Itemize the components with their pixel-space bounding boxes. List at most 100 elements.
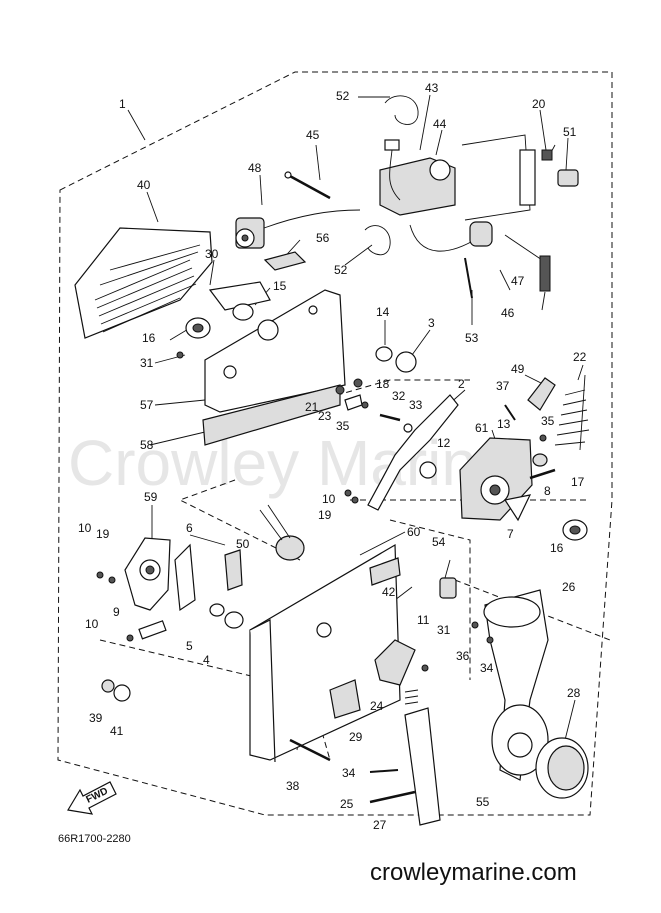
callout: 13 bbox=[497, 417, 511, 431]
callout: 33 bbox=[409, 398, 423, 412]
part-37-screw bbox=[504, 404, 516, 421]
part-10-screw-a bbox=[96, 571, 104, 579]
part-6-detent-block bbox=[224, 549, 243, 591]
callout: 7 bbox=[507, 527, 514, 541]
callout: 19 bbox=[96, 527, 110, 541]
callout: 30 bbox=[205, 247, 219, 261]
callout: 58 bbox=[140, 438, 154, 452]
part-28-knob bbox=[535, 737, 589, 799]
part-30-bracket bbox=[208, 281, 271, 311]
callout: 39 bbox=[89, 711, 103, 725]
part-20-clip bbox=[541, 149, 553, 161]
part-15-grommet bbox=[232, 303, 254, 321]
part-25-pin bbox=[369, 790, 416, 804]
part-32-screw bbox=[379, 413, 401, 422]
callout: 45 bbox=[306, 128, 320, 142]
part-47-lanyard bbox=[504, 234, 551, 311]
callout: 55 bbox=[476, 795, 490, 809]
part-10-screw-b bbox=[126, 634, 134, 642]
callout: 32 bbox=[392, 389, 406, 403]
callout: 57 bbox=[140, 398, 154, 412]
part-26-handle-arm bbox=[483, 589, 549, 781]
callout: 46 bbox=[501, 306, 515, 320]
part-11-bracket bbox=[374, 639, 416, 686]
part-36-screw bbox=[471, 621, 479, 629]
part-57-side-plate bbox=[204, 289, 346, 413]
part-45-pin bbox=[284, 171, 331, 200]
part-19-screw-b bbox=[351, 496, 359, 504]
callout: 20 bbox=[532, 97, 546, 111]
callout: 47 bbox=[511, 274, 525, 288]
part-16-grommet-right-hole bbox=[569, 525, 581, 535]
callout: 3 bbox=[428, 316, 435, 330]
callout: 60 bbox=[407, 525, 421, 539]
part-29-block bbox=[329, 679, 361, 719]
callout: 18 bbox=[376, 377, 390, 391]
callout: 53 bbox=[465, 331, 479, 345]
callout: 34 bbox=[342, 766, 356, 780]
callout: 48 bbox=[248, 161, 262, 175]
part-33-washer bbox=[403, 423, 413, 433]
part-7-plate bbox=[504, 494, 532, 522]
callout: 12 bbox=[437, 436, 451, 450]
callout: 52 bbox=[334, 263, 348, 277]
callout: 41 bbox=[110, 724, 124, 738]
part-54-switch bbox=[439, 577, 457, 599]
callout: 16 bbox=[142, 331, 156, 345]
callout: 4 bbox=[203, 653, 210, 667]
callout: 27 bbox=[373, 818, 387, 832]
callout: 21 bbox=[305, 400, 319, 414]
part-42-strip bbox=[369, 557, 401, 586]
callout: 31 bbox=[437, 623, 451, 637]
part-55-handle-base bbox=[491, 704, 549, 776]
part-48-connector bbox=[235, 209, 361, 249]
callout: 31 bbox=[140, 356, 154, 370]
part-58-lower-plate bbox=[202, 384, 341, 446]
callout: 10 bbox=[78, 521, 92, 535]
callout: 8 bbox=[544, 484, 551, 498]
part-52-clip-top bbox=[384, 95, 419, 125]
callout: 35 bbox=[541, 414, 555, 428]
callout: 17 bbox=[571, 475, 585, 489]
part-46-kill-switch bbox=[409, 221, 493, 252]
callout: 59 bbox=[144, 490, 158, 504]
part-43-switch-harness bbox=[379, 134, 536, 221]
callout: 38 bbox=[286, 779, 300, 793]
callout: 25 bbox=[340, 797, 354, 811]
callout: 49 bbox=[511, 362, 525, 376]
part-9-pin bbox=[138, 620, 167, 640]
part-41-washer bbox=[113, 684, 131, 702]
part-3-retainer bbox=[395, 351, 417, 373]
callout: 34 bbox=[480, 661, 494, 675]
callout: 36 bbox=[456, 649, 470, 663]
callout: 23 bbox=[318, 409, 332, 423]
part-2-linkage-arm bbox=[367, 394, 459, 511]
callout: 52 bbox=[336, 89, 350, 103]
part-49-cable-end bbox=[527, 377, 556, 411]
callout: 29 bbox=[349, 730, 363, 744]
part-39-nut bbox=[101, 679, 115, 693]
website-label: crowleymarine.com bbox=[370, 859, 577, 886]
callout: 19 bbox=[318, 508, 332, 522]
part-31-screw-a bbox=[176, 351, 184, 359]
part-59-shift-bracket bbox=[124, 537, 171, 611]
callout: 35 bbox=[336, 419, 350, 433]
fwd-arrow: FWD bbox=[67, 781, 117, 815]
part-40-cover-panel bbox=[74, 227, 213, 339]
part-12-collar bbox=[419, 461, 437, 479]
part-22-spring bbox=[554, 374, 590, 451]
part-56-plate bbox=[263, 251, 307, 271]
part-38-bolt bbox=[289, 738, 331, 762]
part-8-bolt bbox=[529, 468, 556, 480]
part-10-screw-c bbox=[344, 489, 352, 497]
callout: 40 bbox=[137, 178, 151, 192]
part-13-nut bbox=[532, 453, 548, 467]
callout: 37 bbox=[496, 379, 510, 393]
part-35-screw-b bbox=[539, 434, 547, 442]
diagram-code: 66R1700-2280 bbox=[58, 833, 131, 845]
callout: 15 bbox=[273, 279, 287, 293]
callout: 2 bbox=[458, 377, 465, 391]
callout: 50 bbox=[236, 537, 250, 551]
callout: 14 bbox=[376, 305, 390, 319]
assembly-boundary bbox=[57, 71, 613, 816]
